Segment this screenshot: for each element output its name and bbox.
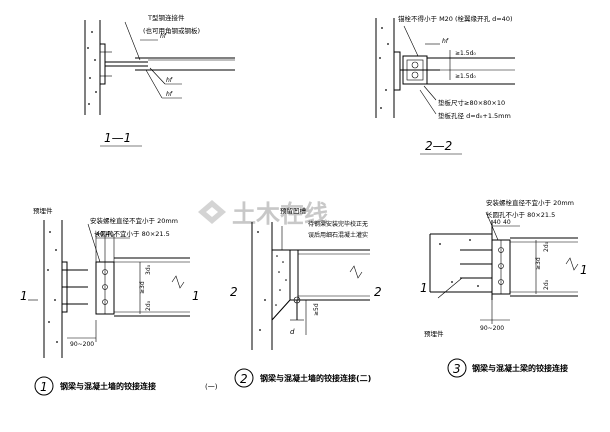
dim-side-3d0: 3d₀ xyxy=(145,264,152,275)
weld-label-1: hf xyxy=(160,33,167,40)
weld-label-3: hf xyxy=(166,91,173,98)
detail-number-2: 2 xyxy=(240,372,248,386)
dim-5d: ≥5d xyxy=(313,303,320,316)
dim-top-40-a: 40 xyxy=(96,231,104,238)
note-pad-hole: 垫板孔径 d=d₀+1.5mm xyxy=(438,111,511,120)
dim-side-2d0: 2d₀ xyxy=(145,300,152,311)
dim-top-40-c: 40 xyxy=(493,219,501,226)
dim-top-40-b: 40 xyxy=(106,231,114,238)
caption-detail-1: 钢梁与混凝土墙的铰接连接 xyxy=(60,381,156,391)
note-pad-size: 垫板尺寸≥80×80×10 xyxy=(438,98,505,107)
dim-bottom-90-200-b: 90~200 xyxy=(480,325,504,332)
section-title-2-2: 2—2 xyxy=(425,139,452,153)
caption-detail-3: 钢梁与混凝土梁的铰接连接 xyxy=(472,363,568,373)
note-anchor-min: 锚栓不得小于 M20 (栓翼缘开孔 d=40) xyxy=(398,14,513,23)
section-mark-left-3: 1 xyxy=(420,281,428,295)
dim-bottom-90-200: 90~200 xyxy=(70,341,94,348)
section-mark-right-2: 2 xyxy=(374,285,382,299)
label-recess: 预留凹槽 xyxy=(280,206,307,215)
label-embed-part: 预埋件 xyxy=(33,206,53,215)
dim-side-3d: ≥3d xyxy=(139,281,146,294)
dim-1-5d0-a: ≥1.5d₀ xyxy=(455,50,476,57)
watermark-text: 土木在线 xyxy=(232,200,328,228)
note-bolt-dia-3: 安装螺栓直径不宜小于 20mm xyxy=(486,198,574,207)
section-mark-left-2: 2 xyxy=(230,285,238,299)
detail-3: 40 40 2d₀ ≥3d 2d₀ 90~200 安装螺栓直径不宜小于 20mm… xyxy=(420,198,588,378)
note-slot-size: 长圆孔不宜小于 80×21.5 xyxy=(94,229,170,238)
note-t-connector-alt: (也可用角钢或钢板) xyxy=(143,26,200,35)
dim-side-2d0-a: 2d₀ xyxy=(543,241,550,252)
section-title-1-1: 1—1 xyxy=(104,131,131,145)
dim-side-2d0-b: 2d₀ xyxy=(543,279,550,290)
label-embed-part-3: 预埋件 xyxy=(424,329,444,338)
weld-label-hf: hf xyxy=(442,38,449,45)
caption-detail-2: 钢梁与混凝土墙的铰接连接(二) xyxy=(260,373,371,383)
dim-top-40-d: 40 xyxy=(503,219,511,226)
dim-d: d xyxy=(290,328,295,336)
note-grout-2: 误后用细石混凝土灌实 xyxy=(308,231,368,239)
detail-1: 40 40 3d₀ ≥3d 2d₀ 90~200 预埋件 安装螺栓直径不宜小于 … xyxy=(20,206,218,396)
detail-number-1: 1 xyxy=(40,380,48,394)
watermark-logo-icon xyxy=(198,200,226,224)
watermark: 土木在线 xyxy=(198,200,328,228)
detail-number-3: 3 xyxy=(453,362,461,376)
note-bolt-dia: 安装螺栓直径不宜小于 20mm xyxy=(90,216,178,225)
detail-2-2: 锚栓不得小于 M20 (栓翼缘开孔 d=40) hf ≥1.5d₀ ≥1.5d₀… xyxy=(375,14,515,155)
detail-1-1: T型钢连接件 (也可用角钢或钢板) hf hf hf 1—1 xyxy=(84,13,235,147)
section-mark-right: 1 xyxy=(192,289,200,303)
section-mark-left: 1 xyxy=(20,289,28,303)
note-t-connector: T型钢连接件 xyxy=(147,13,185,22)
dim-1-5d0-b: ≥1.5d₀ xyxy=(455,73,476,80)
dim-side-3d-b: ≥3d xyxy=(535,257,542,270)
note-grout-1: 待钢梁安装完毕校正无 xyxy=(308,220,368,228)
section-mark-right-3: 1 xyxy=(580,263,588,277)
caption-detail-1-suffix: (一) xyxy=(205,383,218,391)
detail-2: d ≥5d 预留凹槽 待钢梁安装完毕校正无 误后用细石混凝土灌实 2 2 2 钢… xyxy=(230,206,382,388)
weld-label-2: hf xyxy=(166,77,173,84)
note-slot-size-3: 长圆孔不小于 80×21.5 xyxy=(486,210,555,219)
